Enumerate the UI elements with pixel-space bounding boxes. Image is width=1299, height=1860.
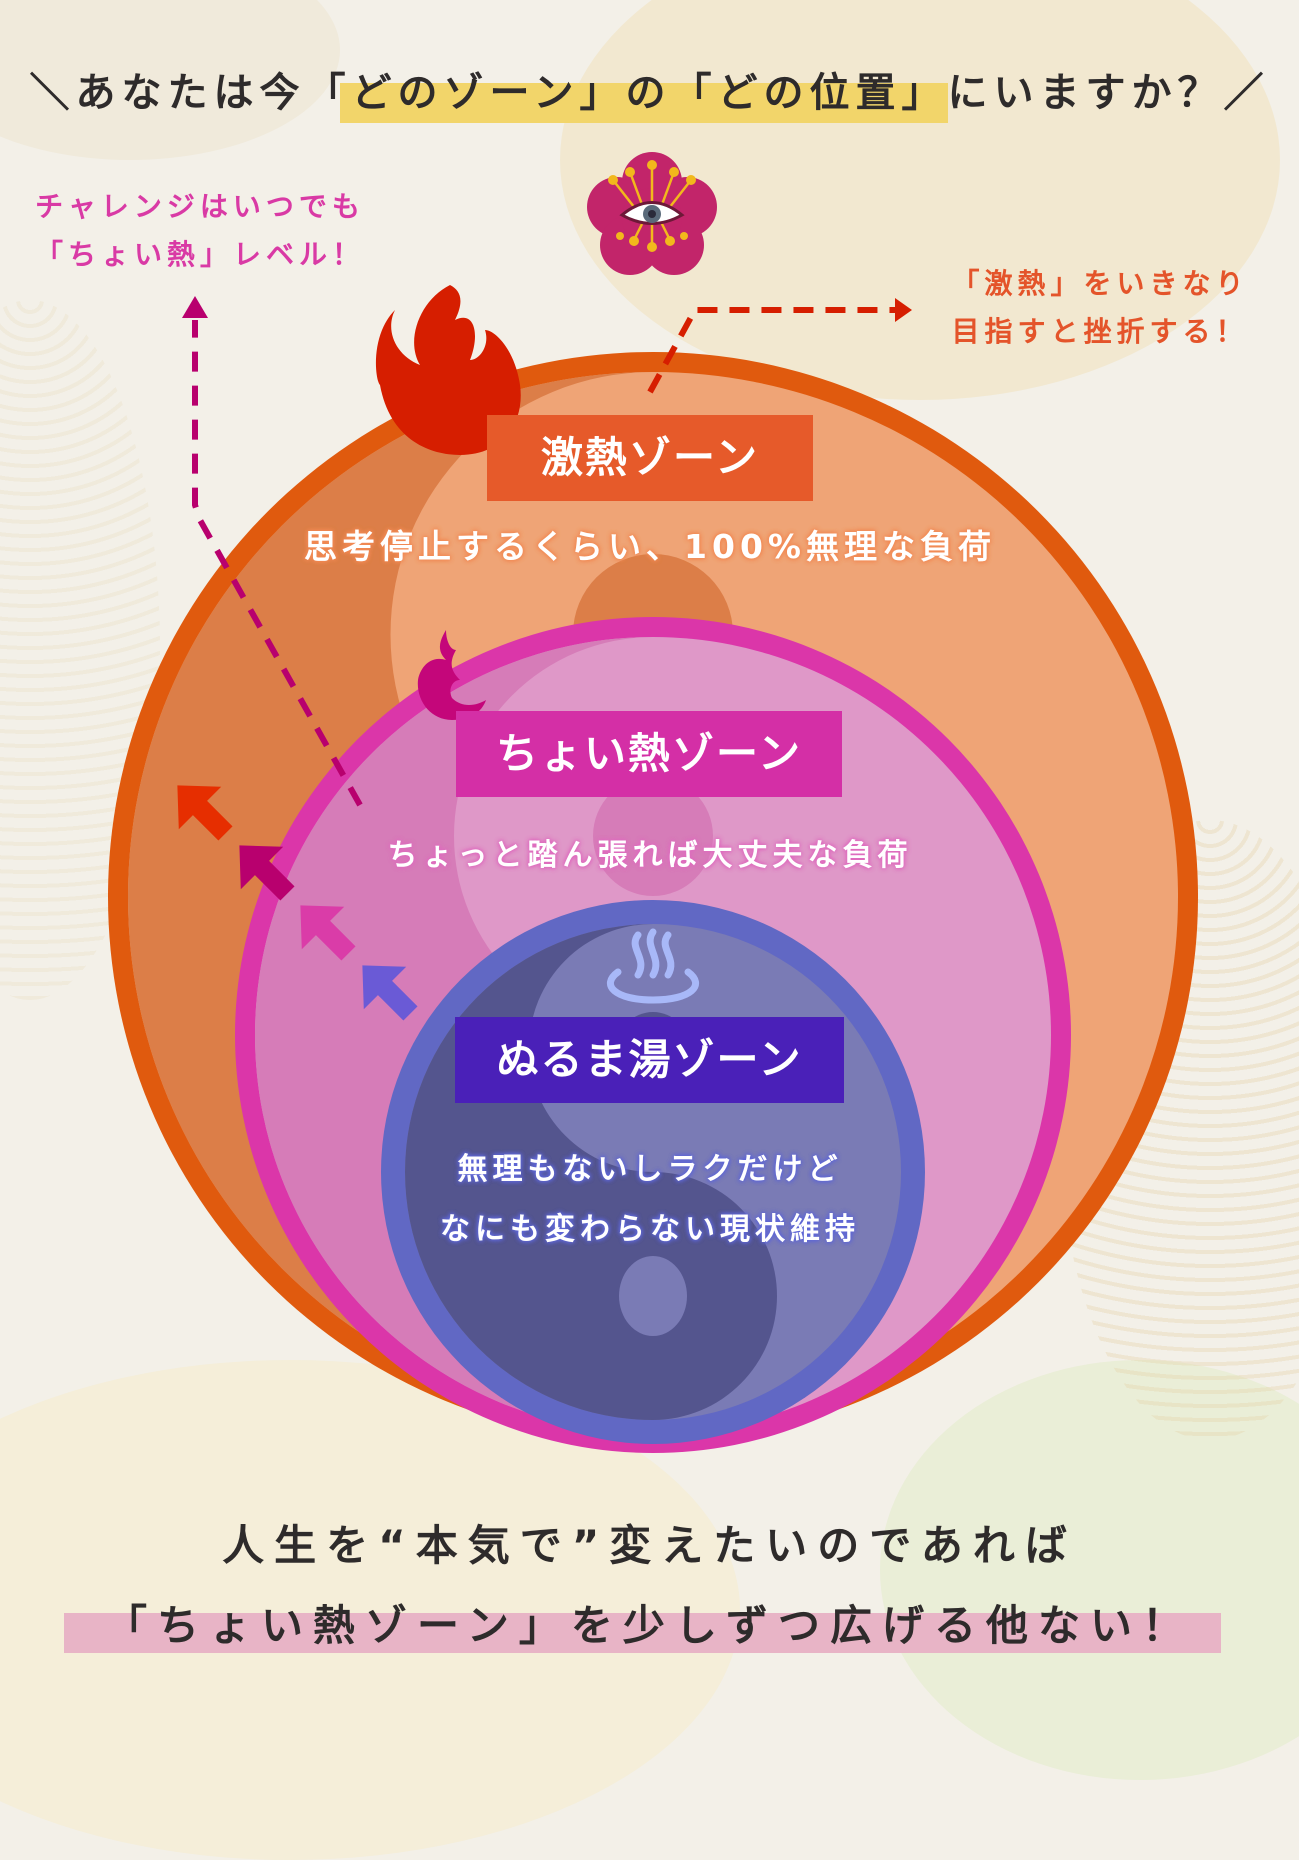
flame-icon [375,285,521,455]
growth-arrow-purple [362,965,418,1021]
choinetsu-zone-label-text: ちょい熱ゾーン [496,729,802,778]
nurumayu-description-line2: なにも変わらない現状維持 [440,1212,860,1247]
gekinetsu-zone-label-text: 激熱ゾーン [541,433,759,482]
footer-line2: 「ちょい熱ゾーン」を少しずつ広げる他ない！ [104,1601,1195,1650]
growth-arrow-pink [300,905,356,961]
left-note: チャレンジはいつでも 「ちょい熱」レベル！ [20,183,380,279]
nurumayu-zone-description: 無理もないしラクだけど なにも変わらない現状維持 [380,1140,920,1260]
header: ＼あなたは今「どのゾーン」の「どの位置」にいますか？／ [0,60,1299,118]
footer-highlight [64,1613,1221,1653]
footer-line1: 人生を“本気で”変えたいのであれば [222,1521,1077,1570]
page-title: ＼あなたは今「どのゾーン」の「どの位置」にいますか？／ [29,70,1270,116]
left-note-line2: 「ちょい熱」レベル！ [34,238,365,271]
right-note-line2: 目指すと挫折する！ [951,315,1249,348]
small-flame-icon [417,630,486,720]
right-note-line1: 「激熱」をいきなり [951,267,1249,300]
gekinetsu-zone-description: 思考停止するくらい、100%無理な負荷 [304,527,996,566]
growth-arrows [177,785,418,1021]
gekinetsu-dashed-arrow [647,298,912,394]
choinetsu-zone-label: ちょい熱ゾーン [456,711,842,797]
growth-arrow-magenta [239,845,295,901]
nurumayu-zone-label: ぬるま湯ゾーン [455,1017,844,1103]
challenge-dashed-arrow [182,296,363,807]
bg-cloud-bottom-right [880,1360,1299,1780]
gekinetsu-zone-label: 激熱ゾーン [487,415,813,501]
hot-spring-icon [606,928,700,1004]
title-highlight [340,83,948,123]
choinetsu-zone-description: ちょっと踏ん張れば大丈夫な負荷 [387,838,913,873]
nurumayu-zone-label-text: ぬるま湯ゾーン [496,1035,803,1084]
left-note-line1: チャレンジはいつでも [35,190,365,223]
right-note: 「激熱」をいきなり 目指すと挫折する！ [930,260,1270,356]
plum-blossom-eye-emblem [587,152,717,275]
growth-arrow-red [177,785,233,841]
nurumayu-description-line1: 無理もないしラクだけど [457,1152,843,1187]
